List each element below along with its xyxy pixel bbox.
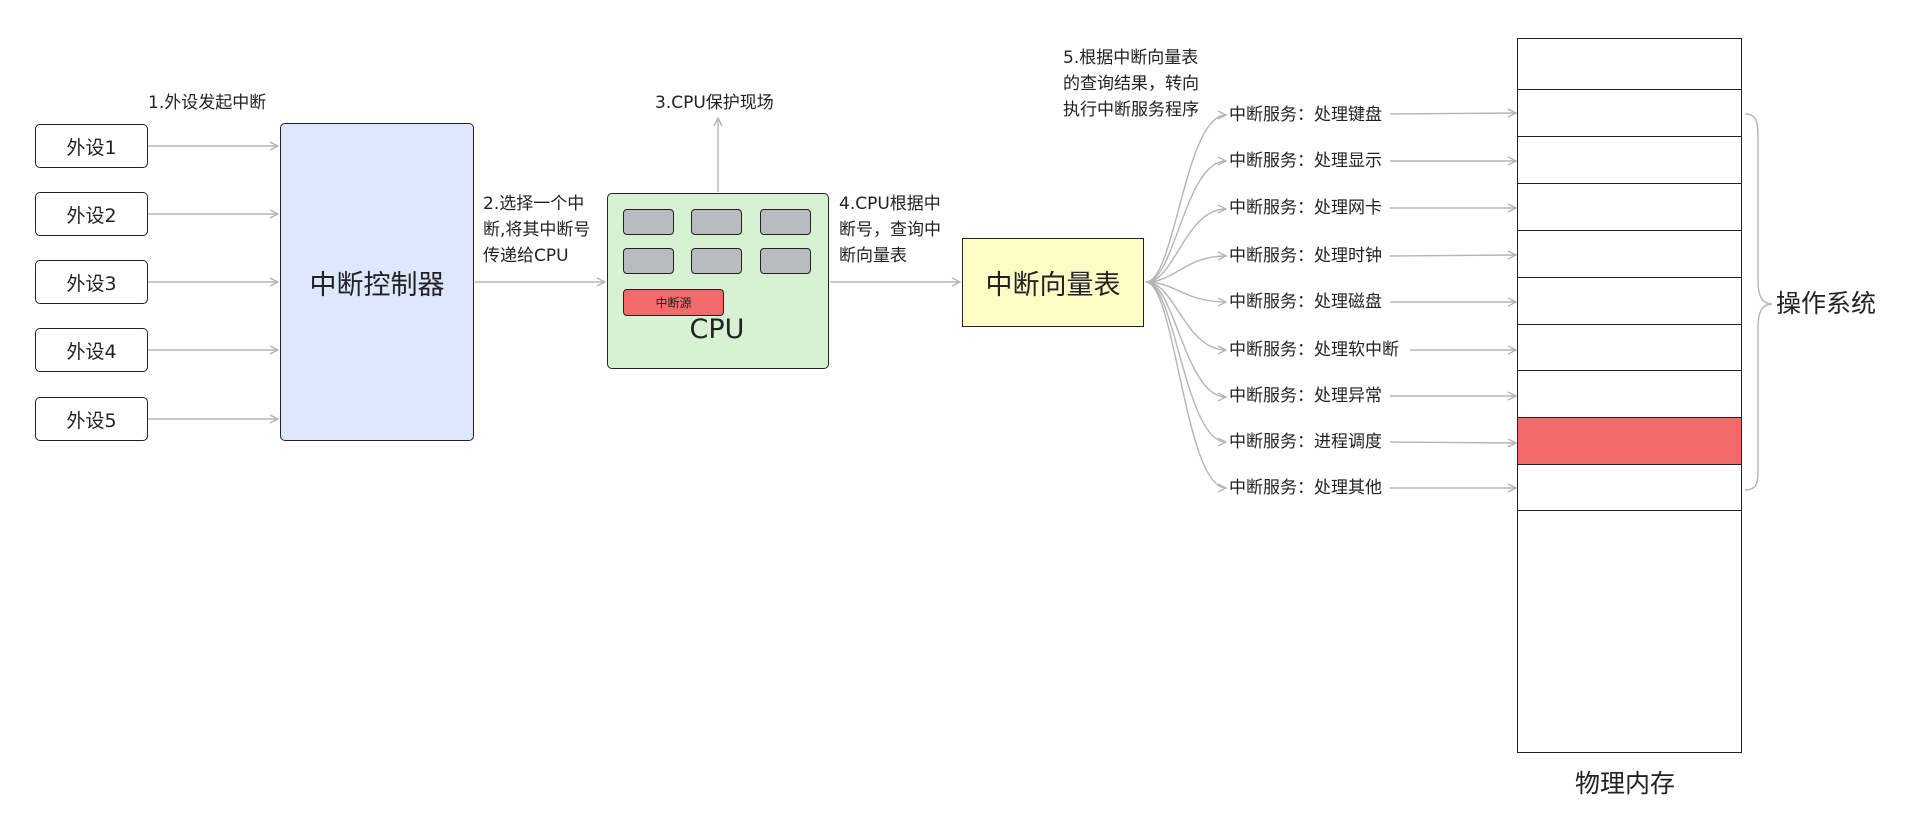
memory-cell-highlighted bbox=[1517, 417, 1742, 466]
service-display: 中断服务：处理显示 bbox=[1229, 151, 1382, 171]
step2-label: 2.选择一个中断,将其中断号传递给CPU bbox=[483, 194, 591, 266]
memory-cell bbox=[1517, 38, 1742, 91]
arrow-mem-1 bbox=[1389, 113, 1516, 114]
memory-cell bbox=[1517, 230, 1742, 279]
interrupt-vector-table-label: 中断向量表 bbox=[985, 270, 1121, 301]
fan-service-4 bbox=[1145, 256, 1226, 283]
peripheral-1-label: 外设1 bbox=[66, 136, 117, 159]
os-label: 操作系统 bbox=[1776, 289, 1877, 318]
service-scheduling: 中断服务：进程调度 bbox=[1229, 432, 1382, 452]
memory-label: 物理内存 bbox=[1575, 769, 1676, 798]
fan-service-9 bbox=[1145, 281, 1226, 488]
interrupt-controller: 中断控制器 bbox=[280, 123, 474, 441]
cpu-label: CPU bbox=[689, 314, 745, 345]
interrupt-controller-label: 中断控制器 bbox=[309, 269, 445, 301]
os-brace bbox=[1744, 113, 1773, 491]
fan-service-7 bbox=[1145, 281, 1226, 397]
service-other: 中断服务：处理其他 bbox=[1229, 478, 1382, 498]
cpu-register bbox=[691, 209, 742, 235]
memory-cell bbox=[1517, 89, 1742, 138]
interrupt-source: 中断源 bbox=[623, 289, 724, 316]
peripheral-1: 外设1 bbox=[35, 124, 148, 168]
fan-service-3 bbox=[1145, 209, 1226, 283]
peripheral-2: 外设2 bbox=[35, 192, 148, 236]
service-keyboard: 中断服务：处理键盘 bbox=[1229, 105, 1382, 125]
fan-service-1 bbox=[1145, 115, 1226, 283]
step1-label: 1.外设发起中断 bbox=[148, 93, 267, 113]
fan-service-6 bbox=[1145, 281, 1226, 350]
peripheral-5-label: 外设5 bbox=[66, 409, 117, 432]
memory-cell bbox=[1517, 136, 1742, 185]
step3-label: 3.CPU保护现场 bbox=[655, 93, 774, 113]
cpu-register bbox=[623, 209, 674, 235]
cpu-register bbox=[691, 248, 742, 274]
service-disk: 中断服务：处理磁盘 bbox=[1229, 292, 1382, 312]
service-exception: 中断服务：处理异常 bbox=[1229, 386, 1382, 406]
peripheral-3: 外设3 bbox=[35, 260, 148, 304]
peripheral-2-label: 外设2 bbox=[66, 204, 117, 227]
cpu: 中断源 CPU bbox=[607, 193, 829, 369]
service-clock: 中断服务：处理时钟 bbox=[1229, 246, 1382, 266]
memory-cell bbox=[1517, 370, 1742, 419]
fan-service-2 bbox=[1145, 161, 1226, 283]
fan-service-5 bbox=[1145, 281, 1226, 302]
step5-label: 5.根据中断向量表的查询结果，转向执行中断服务程序 bbox=[1063, 48, 1199, 120]
memory-cell bbox=[1517, 183, 1742, 232]
memory-cell bbox=[1517, 464, 1742, 512]
memory-cell bbox=[1517, 324, 1742, 372]
cpu-register bbox=[760, 209, 811, 235]
step4-label: 4.CPU根据中断号，查询中断向量表 bbox=[839, 194, 941, 266]
service-soft-interrupt: 中断服务：处理软中断 bbox=[1229, 340, 1399, 360]
fan-service-8 bbox=[1145, 281, 1226, 442]
arrow-mem-4 bbox=[1389, 255, 1516, 256]
peripheral-4-label: 外设4 bbox=[66, 340, 117, 363]
peripheral-4: 外设4 bbox=[35, 328, 148, 372]
interrupt-vector-table: 中断向量表 bbox=[962, 238, 1144, 327]
cpu-register bbox=[623, 248, 674, 274]
memory-cell bbox=[1517, 277, 1742, 326]
arrow-mem-8 bbox=[1389, 442, 1516, 443]
service-network-card: 中断服务：处理网卡 bbox=[1229, 198, 1382, 218]
memory-cell bbox=[1517, 510, 1742, 753]
cpu-register bbox=[760, 248, 811, 274]
peripheral-3-label: 外设3 bbox=[66, 272, 117, 295]
peripheral-5: 外设5 bbox=[35, 397, 148, 441]
